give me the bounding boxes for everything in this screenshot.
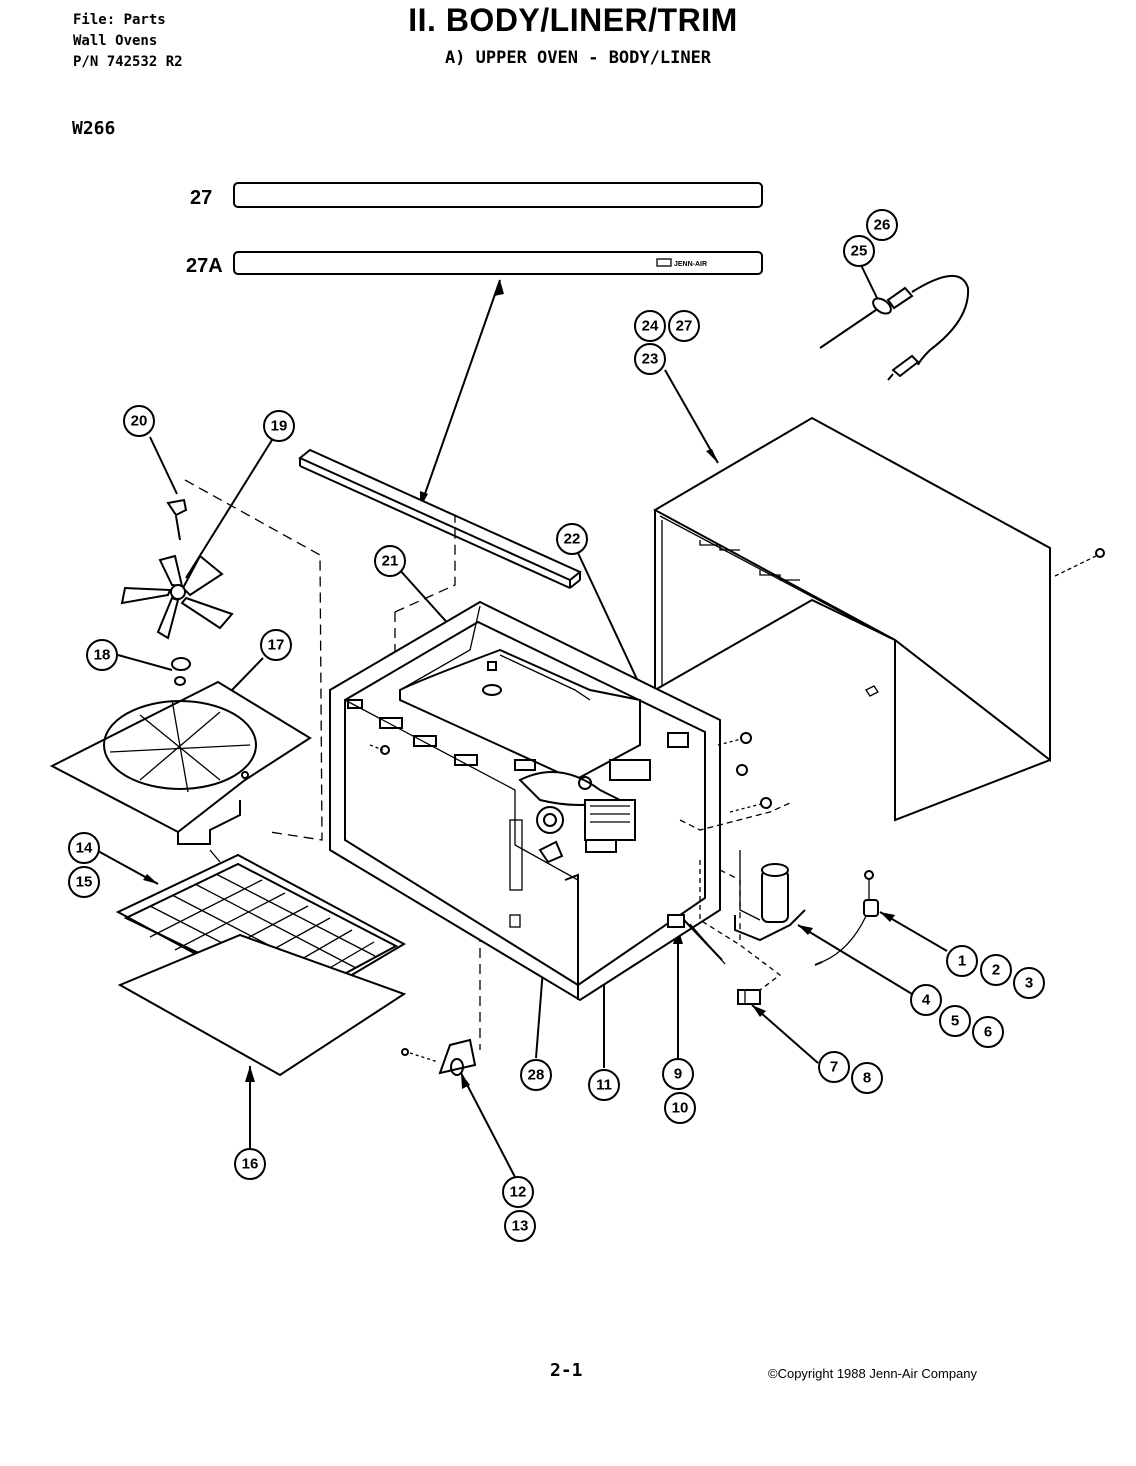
model-number: W266: [72, 118, 116, 139]
svg-text:18: 18: [94, 647, 111, 664]
file-info: File: Parts Wall Ovens P/N 742532 R2: [73, 10, 183, 73]
callout-22[interactable]: 22: [556, 523, 588, 555]
svg-text:24: 24: [642, 318, 659, 335]
page-title: II. BODY/LINER/TRIM: [408, 2, 738, 38]
callout-13[interactable]: 13: [504, 1210, 536, 1242]
svg-text:26: 26: [874, 217, 891, 234]
callout-14[interactable]: 14: [68, 832, 100, 864]
svg-text:20: 20: [131, 413, 148, 430]
brand-logo-icon: [656, 258, 672, 267]
callout-11[interactable]: 11: [588, 1069, 620, 1101]
fan-baffle-plate: [49, 680, 312, 845]
callout-10[interactable]: 10: [664, 1092, 696, 1124]
page-subtitle: A) UPPER OVEN - BODY/LINER: [444, 48, 712, 68]
svg-text:27: 27: [676, 318, 693, 335]
svg-text:17: 17: [268, 637, 285, 654]
svg-text:23: 23: [642, 351, 659, 368]
callout-26[interactable]: 26: [866, 209, 898, 241]
callout-23[interactable]: 23: [634, 343, 666, 375]
page-number: 2-1: [550, 1360, 583, 1381]
svg-text:28: 28: [528, 1067, 545, 1084]
callout-2[interactable]: 2: [980, 954, 1012, 986]
callout-28[interactable]: 28: [520, 1059, 552, 1091]
callout-8[interactable]: 8: [851, 1062, 883, 1094]
svg-text:8: 8: [863, 1070, 871, 1087]
svg-text:1: 1: [958, 953, 966, 970]
callout-27[interactable]: 27: [668, 310, 700, 342]
callout-17[interactable]: 17: [260, 629, 292, 661]
clip-28: [538, 840, 564, 864]
callout-5[interactable]: 5: [939, 1005, 971, 1037]
svg-text:9: 9: [674, 1066, 682, 1083]
file-line-2: Wall Ovens: [73, 33, 158, 49]
outer-body-wrapper: [652, 416, 1105, 822]
trim-strip-27a: 27A JENN-AIR: [186, 251, 763, 277]
svg-text:6: 6: [984, 1024, 992, 1041]
trim-27-label: 27: [190, 187, 212, 209]
callouts: 1 2 3 4 5 6 7 8 9 10 11 12 13 14 15 16 1…: [68, 209, 1045, 1242]
callout-1[interactable]: 1: [946, 945, 978, 977]
callout-15[interactable]: 15: [68, 866, 100, 898]
svg-text:16: 16: [242, 1156, 259, 1173]
svg-text:5: 5: [951, 1013, 959, 1030]
callout-16[interactable]: 16: [234, 1148, 266, 1180]
svg-text:10: 10: [672, 1100, 689, 1117]
svg-text:12: 12: [510, 1184, 527, 1201]
callout-20[interactable]: 20: [123, 405, 155, 437]
svg-text:25: 25: [851, 243, 868, 260]
light-bracket: [401, 1038, 477, 1076]
svg-text:15: 15: [76, 874, 93, 891]
callout-7[interactable]: 7: [818, 1051, 850, 1083]
svg-text:7: 7: [830, 1059, 838, 1076]
capacitor: [734, 850, 806, 942]
copyright-notice: ©Copyright 1988 Jenn-Air Company: [768, 1366, 978, 1381]
callout-18[interactable]: 18: [86, 639, 118, 671]
svg-text:19: 19: [271, 418, 288, 435]
bottom-panel: [117, 933, 407, 1077]
callout-4[interactable]: 4: [910, 984, 942, 1016]
callout-12[interactable]: 12: [502, 1176, 534, 1208]
svg-text:4: 4: [922, 992, 931, 1009]
top-trim-bar: [298, 448, 582, 589]
svg-text:14: 14: [76, 840, 93, 857]
terminal-block: [737, 989, 761, 1005]
convection-fan: [120, 498, 234, 686]
svg-text:13: 13: [512, 1218, 529, 1235]
callout-25[interactable]: 25: [843, 235, 875, 267]
callout-19[interactable]: 19: [263, 410, 295, 442]
svg-text:22: 22: [564, 531, 581, 548]
sensor: [814, 870, 879, 966]
oven-liner: [329, 600, 791, 1002]
callout-21[interactable]: 21: [374, 545, 406, 577]
svg-text:11: 11: [596, 1077, 612, 1094]
meat-probe: [819, 274, 970, 381]
callout-6[interactable]: 6: [972, 1016, 1004, 1048]
switch-9: [667, 860, 782, 991]
trim-strip-27: 27: [190, 182, 763, 209]
callout-3[interactable]: 3: [1013, 967, 1045, 999]
file-line-3: P/N 742532 R2: [73, 54, 183, 70]
trim-27a-label: 27A: [186, 255, 223, 277]
svg-text:3: 3: [1025, 975, 1033, 992]
callout-24[interactable]: 24: [634, 310, 666, 342]
svg-text:21: 21: [382, 553, 399, 570]
svg-text:2: 2: [992, 962, 1000, 979]
callout-9[interactable]: 9: [662, 1058, 694, 1090]
brand-label: JENN-AIR: [674, 261, 707, 268]
file-line-1: File: Parts: [73, 12, 166, 28]
